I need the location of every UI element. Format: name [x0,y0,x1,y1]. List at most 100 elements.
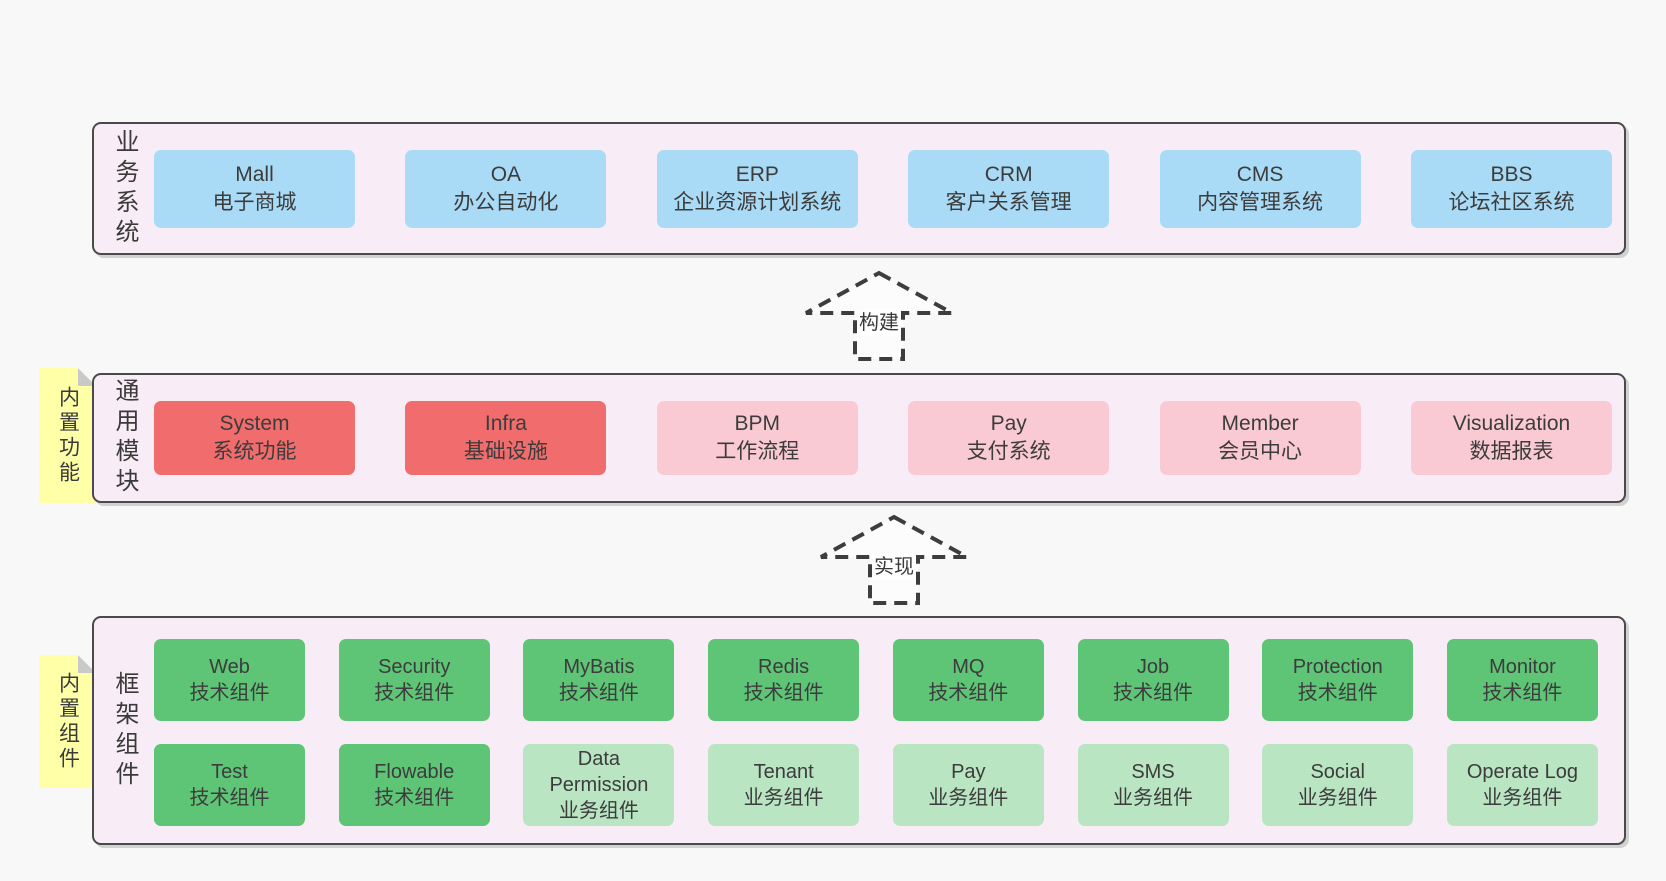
box-web: Web 技术组件 [154,639,305,721]
box-subtitle: 技术组件 [374,787,455,809]
box-title: Infra [484,412,527,435]
box-title: Pay [990,412,1027,435]
box-subtitle: 数据报表 [1469,440,1554,463]
box-subtitle: 系统功能 [212,440,297,463]
box-subtitle: 业务组件 [928,787,1009,809]
box-subtitle: 办公自动化 [453,190,559,214]
box-subtitle: 工作流程 [715,440,800,463]
framework-components-row-1: Web 技术组件 Security 技术组件 MyBatis 技术组件 Redi… [154,639,1598,721]
box-title: Visualization [1452,412,1571,435]
box-erp: ERP 企业资源计划系统 [656,149,858,228]
box-subtitle: 企业资源计划系统 [673,190,842,214]
box-title: Redis [758,656,810,678]
box-security: Security 技术组件 [338,639,490,721]
section-label-business-systems: 业务系统 [111,128,138,249]
box-title: Test [211,761,248,783]
box-title: Job [1136,656,1170,678]
box-protection: Protection 技术组件 [1262,639,1414,721]
box-title: Tenant [753,761,814,783]
box-subtitle: 业务组件 [743,787,824,809]
box-sms: SMS 业务组件 [1077,744,1229,826]
box-monitor: Monitor 技术组件 [1446,639,1598,721]
box-flowable: Flowable 技术组件 [338,744,490,826]
box-title: BBS [1490,162,1533,186]
box-subtitle: 业务组件 [1482,787,1563,809]
box-subtitle: 论坛社区系统 [1448,190,1575,214]
box-data-permission: Data Permission 业务组件 [523,744,675,826]
sticky-builtin-features-text: 内置功能 [56,385,80,486]
box-subtitle: 支付系统 [966,440,1051,463]
box-subtitle: 客户关系管理 [945,190,1072,214]
box-subtitle: 技术组件 [374,682,455,704]
box-title: Member [1221,412,1299,435]
box-title: OA [490,162,522,186]
arrow-label-build: 构建 [857,310,901,336]
box-operate-log: Operate Log 业务组件 [1446,744,1598,826]
section-common-modules: 通用模块 System 系统功能 Infra 基础设施 BPM 工作流程 Pay… [92,373,1626,503]
box-title: Flowable [374,761,455,783]
section-label-common-modules: 通用模块 [111,378,138,498]
box-title: Web [209,656,250,678]
common-modules-row: System 系统功能 Infra 基础设施 BPM 工作流程 Pay 支付系统… [154,401,1612,475]
box-bpm: BPM 工作流程 [656,401,858,475]
arrow-build: 构建 [799,270,959,362]
box-title: CRM [984,162,1033,186]
box-subtitle: 技术组件 [1297,682,1378,704]
box-test: Test 技术组件 [154,744,305,826]
sticky-builtin-components: 内置组件 [39,655,96,788]
box-social: Social 业务组件 [1262,744,1414,826]
section-business-systems: 业务系统 Mall 电子商城 OA 办公自动化 ERP 企业资源计划系统 CRM… [92,122,1626,255]
sticky-builtin-components-text: 内置组件 [56,671,80,772]
box-title: Data Permission [549,748,649,796]
box-title: ERP [735,162,779,186]
box-bbs: BBS 论坛社区系统 [1410,149,1612,228]
box-title: Social [1310,761,1365,783]
box-subtitle: 技术组件 [189,787,270,809]
box-mall: Mall 电子商城 [154,149,355,228]
business-systems-row: Mall 电子商城 OA 办公自动化 ERP 企业资源计划系统 CRM 客户关系… [154,149,1612,228]
box-title: SMS [1131,761,1175,783]
box-title: Monitor [1489,656,1556,678]
box-subtitle: 技术组件 [928,682,1009,704]
box-title: Protection [1292,656,1383,678]
arrow-label-implement: 实现 [872,554,916,580]
box-title: Operate Log [1466,761,1579,783]
box-job: Job 技术组件 [1077,639,1229,721]
box-redis: Redis 技术组件 [708,639,860,721]
box-subtitle: 会员中心 [1218,440,1303,463]
box-title: System [219,412,290,435]
box-mybatis: MyBatis 技术组件 [523,639,675,721]
box-title: Mall [235,162,274,186]
box-member: Member 会员中心 [1159,401,1361,475]
box-subtitle: 技术组件 [558,682,639,704]
box-title: MQ [952,656,985,678]
box-title: CMS [1236,162,1284,186]
box-cms: CMS 内容管理系统 [1159,149,1361,228]
sticky-builtin-features: 内置功能 [39,368,96,503]
section-framework-components: 框架组件 Web 技术组件 Security 技术组件 MyBatis 技术组件… [92,616,1626,845]
box-system: System 系统功能 [154,401,355,475]
box-visualization: Visualization 数据报表 [1410,401,1612,475]
section-label-framework-components: 框架组件 [111,670,138,791]
box-title: Pay [951,761,986,783]
box-subtitle: 技术组件 [1482,682,1563,704]
box-subtitle: 技术组件 [743,682,824,704]
box-subtitle: 业务组件 [1113,787,1194,809]
box-title: Security [378,656,451,678]
arrow-implement: 实现 [814,514,974,606]
box-tenant: Tenant 业务组件 [708,744,860,826]
box-oa: OA 办公自动化 [405,149,607,228]
box-pay-component: Pay 业务组件 [892,744,1044,826]
box-crm: CRM 客户关系管理 [908,149,1110,228]
box-subtitle: 技术组件 [1113,682,1194,704]
box-subtitle: 电子商城 [212,190,297,214]
box-pay-module: Pay 支付系统 [908,401,1110,475]
box-subtitle: 业务组件 [1297,787,1378,809]
box-subtitle: 技术组件 [189,682,270,704]
box-title: BPM [734,412,781,435]
framework-components-row-2: Test 技术组件 Flowable 技术组件 Data Permission … [154,744,1598,826]
box-subtitle: 业务组件 [558,800,639,822]
box-mq: MQ 技术组件 [892,639,1044,721]
box-subtitle: 基础设施 [463,440,548,463]
